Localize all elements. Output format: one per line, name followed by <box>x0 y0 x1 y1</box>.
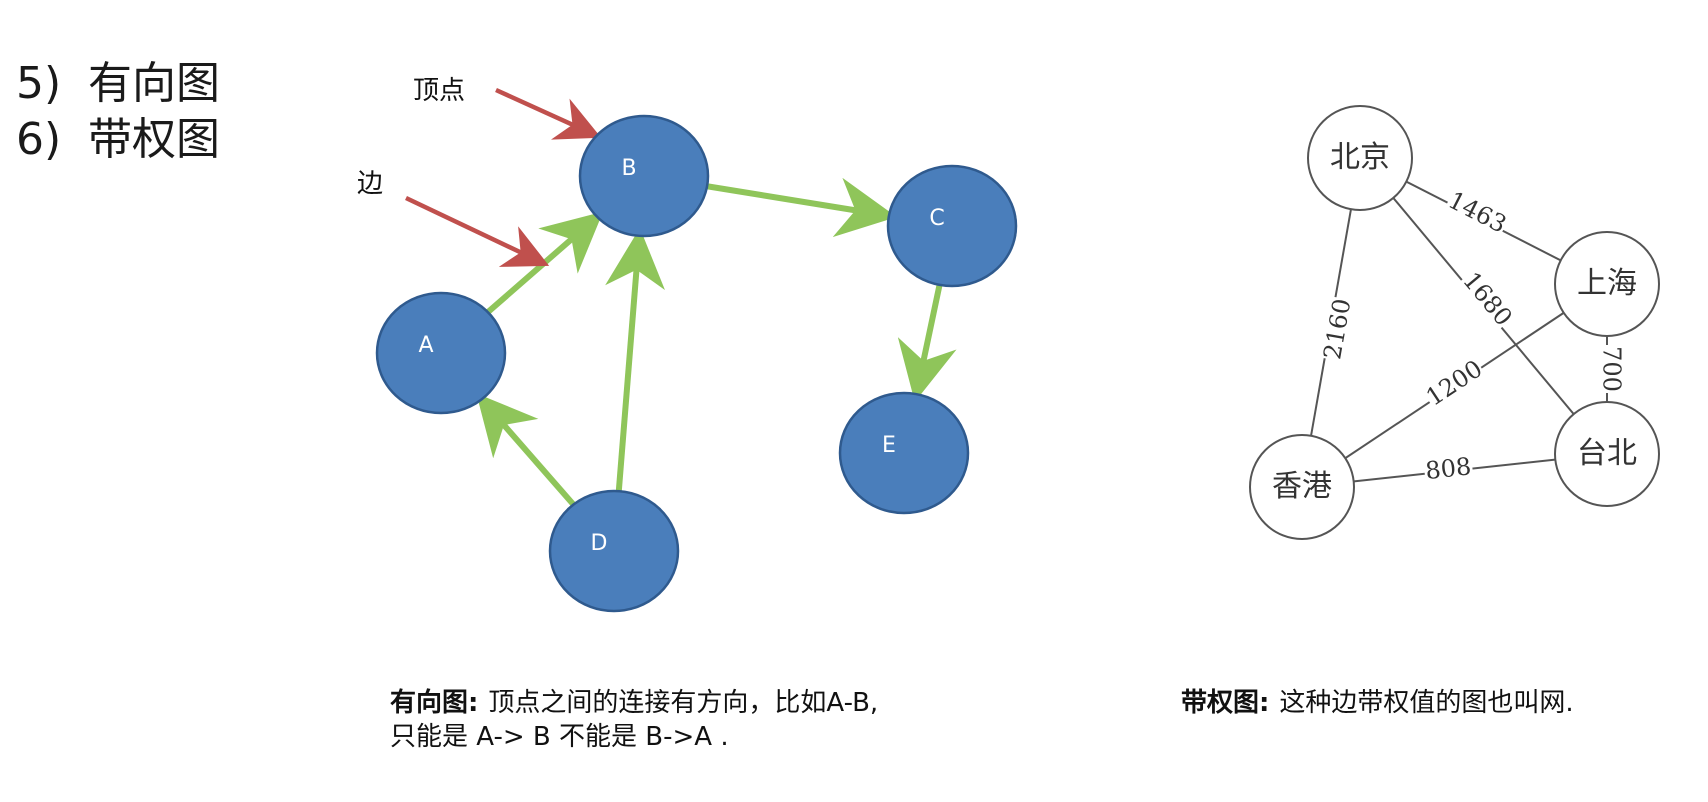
weight-label-bg <box>1598 345 1624 393</box>
weight-label-group: 1680 <box>1457 266 1518 332</box>
city-node-shanghai: 上海 <box>1554 231 1660 337</box>
list-item-weighted: 6)带权图 <box>16 118 220 162</box>
node-c: C <box>886 164 1018 288</box>
edge-d-b <box>605 227 665 492</box>
city-circle <box>1249 434 1355 540</box>
node-label: C <box>929 206 944 231</box>
weight-label-bg <box>1457 267 1517 332</box>
vertex-pointer-arrow <box>495 87 602 140</box>
weight-label-bg <box>1423 453 1474 485</box>
weight-label-bg <box>1421 355 1488 412</box>
directed-graph: 顶点 边 A B C D E <box>357 76 1018 613</box>
weight-label-group: 700 <box>1598 345 1626 393</box>
edge-c-e <box>897 284 957 402</box>
city-label: 香港 <box>1272 469 1332 504</box>
directed-caption: 有向图: 顶点之间的连接有方向，比如A-B, 只能是 A-> B 不能是 B->A… <box>390 686 878 754</box>
node-d: D <box>548 489 680 613</box>
list-item-text: 带权图 <box>88 114 220 165</box>
weight-label-bg <box>1443 187 1511 239</box>
weight-label-group: 1463 <box>1443 186 1511 239</box>
weight-label-group: 808 <box>1423 452 1474 485</box>
city-circle <box>1554 231 1660 337</box>
city-node-hongkong: 香港 <box>1249 434 1355 540</box>
node-circle <box>548 489 680 613</box>
weight-label: 1200 <box>1421 355 1487 412</box>
list-item-directed: 5)有向图 <box>16 62 220 106</box>
city-circle <box>1307 105 1413 211</box>
city-circle <box>1554 401 1660 507</box>
weighted-caption: 带权图: 这种边带权值的图也叫网. <box>1181 686 1574 720</box>
edge-annotation: 边 <box>357 169 383 199</box>
vertex-annotation: 顶点 <box>413 76 465 106</box>
node-label: A <box>418 333 433 358</box>
edge-a-b <box>485 211 604 315</box>
city-label: 上海 <box>1577 266 1637 301</box>
node-a: A <box>375 291 507 415</box>
annotation-pointers: 顶点 边 <box>357 76 602 267</box>
weight-label-group: 2160 <box>1318 296 1356 362</box>
list-item-number: 5) <box>16 58 62 109</box>
city-label: 北京 <box>1330 140 1390 175</box>
edge-pointer-arrow <box>405 195 550 267</box>
node-circle <box>375 291 507 415</box>
edge-d-a <box>476 393 576 507</box>
weight-label: 808 <box>1424 452 1473 485</box>
city-label: 台北 <box>1577 436 1637 471</box>
weight-label-bg <box>1319 296 1357 362</box>
directed-nodes: A B C D E <box>375 114 1018 613</box>
city-node-beijing: 北京 <box>1307 105 1413 211</box>
node-circle <box>838 391 970 515</box>
directed-caption-line2: 只能是 A-> B 不能是 B->A . <box>390 722 729 752</box>
directed-caption-line1: 顶点之间的连接有方向，比如A-B, <box>488 688 879 718</box>
node-b: B <box>578 114 710 238</box>
weight-label-group: 1200 <box>1421 355 1488 412</box>
node-circle <box>578 114 710 238</box>
node-label: B <box>621 156 636 181</box>
weight-label: 1463 <box>1444 186 1511 239</box>
weight-label: 2160 <box>1318 296 1356 361</box>
directed-caption-term: 有向图: <box>390 688 479 718</box>
node-label: E <box>882 433 896 458</box>
list-item-number: 6) <box>16 114 62 165</box>
city-node-taipei: 台北 <box>1554 401 1660 507</box>
weighted-caption-text: 这种边带权值的图也叫网. <box>1279 688 1574 718</box>
list-item-text: 有向图 <box>88 58 220 109</box>
weight-label: 1680 <box>1457 266 1518 331</box>
node-circle <box>886 164 1018 288</box>
node-e: E <box>838 391 970 515</box>
edge-b-c <box>706 177 897 238</box>
weighted-caption-term: 带权图: <box>1181 688 1270 718</box>
weight-label: 700 <box>1598 346 1626 392</box>
node-label: D <box>591 531 608 556</box>
